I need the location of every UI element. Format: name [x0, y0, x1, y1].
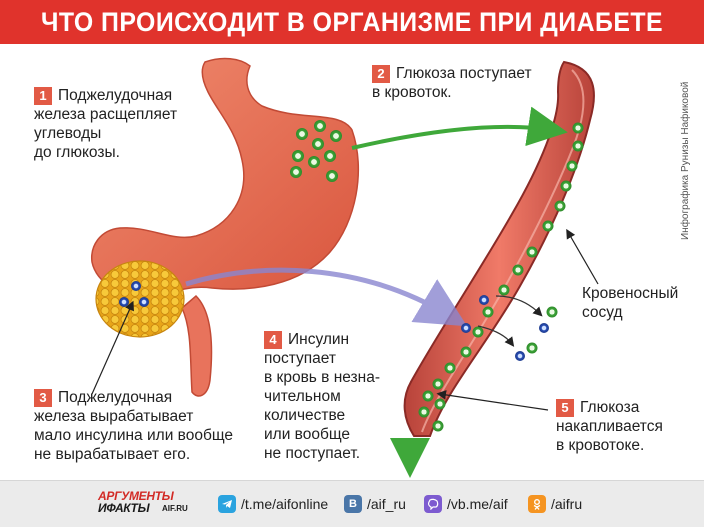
author-credit: Инфографика Рунизы Нафиковой: [680, 81, 691, 240]
step-2-badge: 2: [372, 65, 390, 83]
pointer-step5: [436, 390, 549, 411]
vk-icon: B: [344, 495, 362, 513]
step-1-badge: 1: [34, 87, 52, 105]
blood-vessel: [403, 60, 595, 437]
pointer-step3: [91, 300, 134, 395]
arrow-insulin-to-blood: [185, 267, 468, 327]
ok-link[interactable]: /aifru: [528, 494, 582, 514]
viber-icon: [424, 495, 442, 513]
infographic-canvas: [0, 44, 704, 480]
pointer-vessel: [566, 228, 599, 285]
vk-link[interactable]: B /aif_ru: [344, 494, 406, 514]
arrow-glucose-to-blood: [351, 106, 568, 150]
footer-bar: АРГУМЕНТЫ ИФАКТЫ AIF.RU /t.me/aifonline …: [0, 480, 704, 527]
title-bar: [0, 0, 704, 44]
aif-logo[interactable]: АРГУМЕНТЫ ИФАКТЫ AIF.RU: [98, 489, 188, 515]
insulin-molecules: [119, 281, 549, 361]
glucose-molecules-stomach: [290, 120, 342, 182]
page-title: ЧТО ПРОИСХОДИТ В ОРГАНИЗМЕ ПРИ ДИАБЕТЕ: [40, 7, 664, 37]
telegram-icon: [218, 495, 236, 513]
step-4-badge: 4: [264, 331, 282, 349]
ok-icon: [528, 495, 546, 513]
duodenum: [181, 294, 213, 397]
glucose-molecules-vessel: [418, 122, 584, 432]
viber-link[interactable]: /vb.me/aif: [424, 494, 508, 514]
anatomy-illustration: [91, 57, 599, 478]
step-3-badge: 3: [34, 389, 52, 407]
vessel-label: Кровеносный сосуд: [582, 285, 679, 321]
step-5-badge: 5: [556, 399, 574, 417]
telegram-link[interactable]: /t.me/aifonline: [218, 494, 328, 514]
